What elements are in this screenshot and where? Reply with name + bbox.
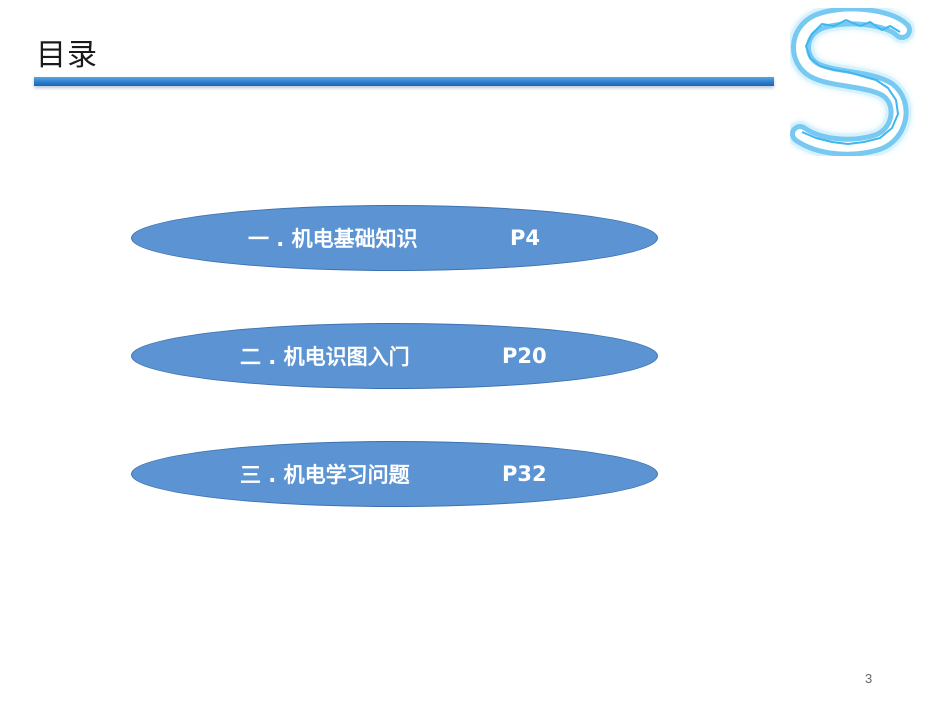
page-number: 3: [865, 671, 873, 686]
toc-item-2[interactable]: 二 . 机电识图入门 P20: [131, 323, 658, 389]
toc-item-label: 一 . 机电基础知识: [248, 227, 418, 251]
slide-title: 目录: [36, 38, 98, 73]
toc-item-page: P32: [502, 462, 547, 486]
toc-item-page: P20: [502, 344, 547, 368]
lightning-s-logo-icon: [790, 8, 915, 156]
toc-item-label: 三 . 机电学习问题: [240, 463, 410, 487]
title-underline: [34, 77, 774, 86]
toc-item-page: P4: [510, 226, 541, 250]
toc-item-1[interactable]: 一 . 机电基础知识 P4: [131, 205, 658, 271]
toc-item-3[interactable]: 三 . 机电学习问题 P32: [131, 441, 658, 507]
toc-item-label: 二 . 机电识图入门: [240, 345, 410, 369]
